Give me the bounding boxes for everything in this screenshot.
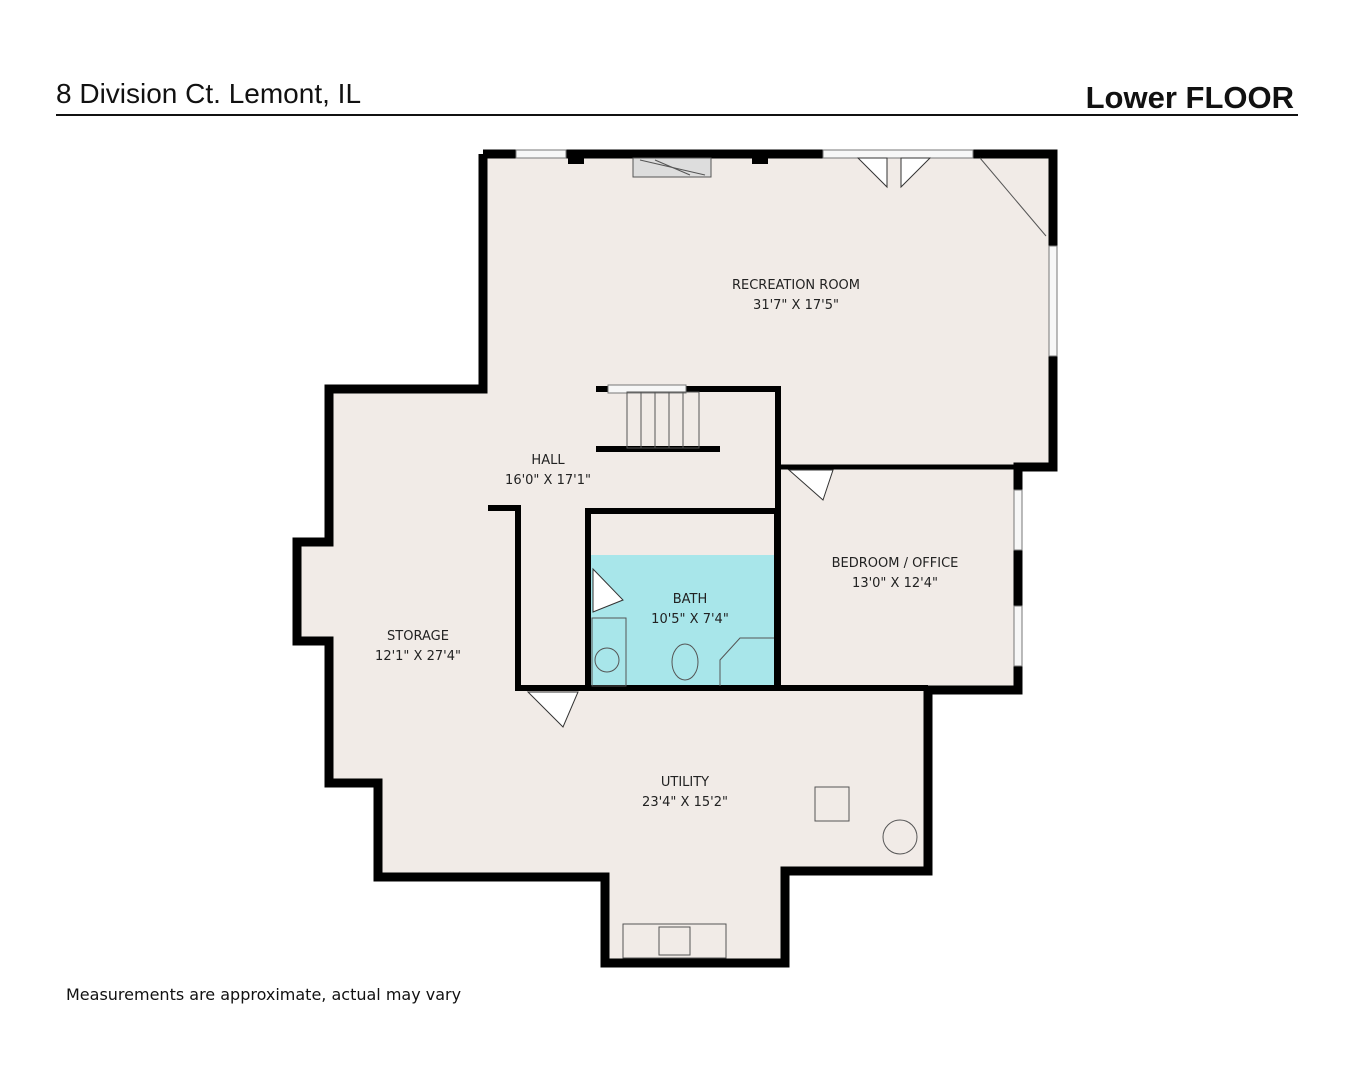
- room-name-storage: STORAGE: [387, 629, 449, 644]
- measurement-note: Measurements are approximate, actual may…: [66, 985, 462, 1004]
- room-name-utility: UTILITY: [661, 775, 709, 790]
- room-size-bath: 10'5" X 7'4": [651, 612, 729, 627]
- room-name-bath: BATH: [673, 592, 708, 607]
- room-name-hall: HALL: [531, 453, 565, 468]
- room-size-hall: 16'0" X 17'1": [505, 473, 591, 488]
- doors: [526, 157, 932, 728]
- header-rule: [56, 114, 1298, 116]
- room-size-recreation: 31'7" X 17'5": [753, 298, 839, 313]
- fixtures: [568, 154, 1047, 959]
- windows: [515, 149, 1058, 667]
- bath-fill: [590, 555, 776, 688]
- room-size-bedroom: 13'0" X 12'4": [852, 576, 938, 591]
- room-size-utility: 23'4" X 15'2": [642, 795, 728, 810]
- room-size-storage: 12'1" X 27'4": [375, 649, 461, 664]
- room-name-bedroom: BEDROOM / OFFICE: [832, 556, 959, 571]
- property-address: 8 Division Ct. Lemont, IL: [56, 78, 362, 109]
- room-name-recreation: RECREATION ROOM: [732, 278, 860, 293]
- floor-title: Lower FLOOR: [1085, 80, 1294, 115]
